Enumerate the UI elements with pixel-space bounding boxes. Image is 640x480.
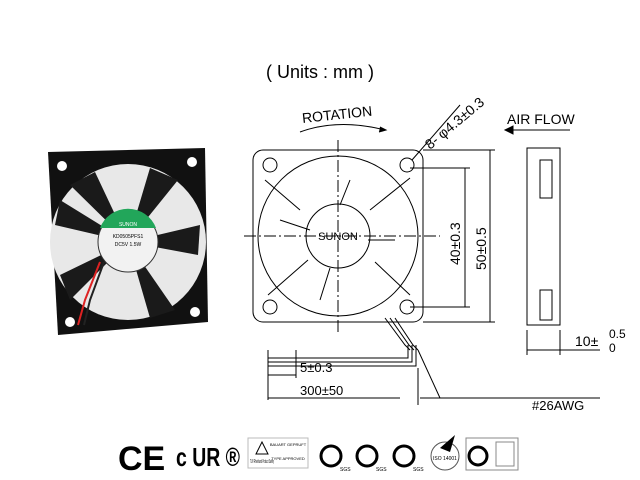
svg-text:TYPE APPROVED: TYPE APPROVED bbox=[271, 456, 305, 461]
svg-text:ISO 14001: ISO 14001 bbox=[433, 456, 457, 462]
thickness: 10± bbox=[575, 333, 599, 349]
dimension-labels: ROTATION SUNON 8- φ4.3±0.3 40±0.3 50±0.5… bbox=[300, 94, 626, 413]
hole-pitch: 40±0.3 bbox=[447, 222, 463, 265]
front-view bbox=[244, 104, 600, 405]
tuv-left-label: TUV Rheinland Product Safety bbox=[250, 459, 274, 465]
frame-size: 50±0.5 bbox=[473, 227, 489, 270]
iso-14001-logo: ISO 14001 bbox=[430, 435, 460, 471]
rotation-label: ROTATION bbox=[301, 103, 373, 126]
hub-label: SUNON bbox=[318, 231, 358, 243]
svg-text:SGS: SGS bbox=[376, 467, 387, 473]
sgs-logos bbox=[319, 444, 489, 468]
thickness-lower: 0 bbox=[609, 341, 616, 355]
ce-mark: CE bbox=[118, 440, 165, 478]
photo-model: KD0505PFS1 bbox=[113, 234, 144, 240]
svg-text:SGS: SGS bbox=[413, 467, 424, 473]
wire-gauge: #26AWG bbox=[532, 398, 584, 413]
svg-text:BAUART GEPRUFT: BAUART GEPRUFT bbox=[270, 442, 307, 447]
airflow-label: AIR FLOW bbox=[507, 111, 575, 127]
units-title: ( Units : mm ) bbox=[266, 62, 374, 82]
fan-photo: SUNON KD0505PFS1 DC5V 1.5W bbox=[48, 148, 208, 335]
sgs-label: SGS bbox=[340, 467, 351, 473]
photo-rating: DC5V 1.5W bbox=[115, 242, 142, 248]
lead-length: 300±50 bbox=[300, 383, 343, 398]
certification-logos: CE c UR ® TUV Rheinland Product Safety B… bbox=[118, 435, 519, 478]
tuv-logo: TUV Rheinland Product Safety BAUART GEPR… bbox=[247, 437, 309, 469]
ur-mark: c UR ® bbox=[176, 442, 240, 472]
strip-length: 5±0.3 bbox=[300, 360, 332, 375]
photo-brand: SUNON bbox=[119, 222, 137, 228]
thickness-upper: 0.5 bbox=[609, 327, 626, 341]
hole-spec: 8- φ4.3±0.3 bbox=[422, 94, 488, 153]
